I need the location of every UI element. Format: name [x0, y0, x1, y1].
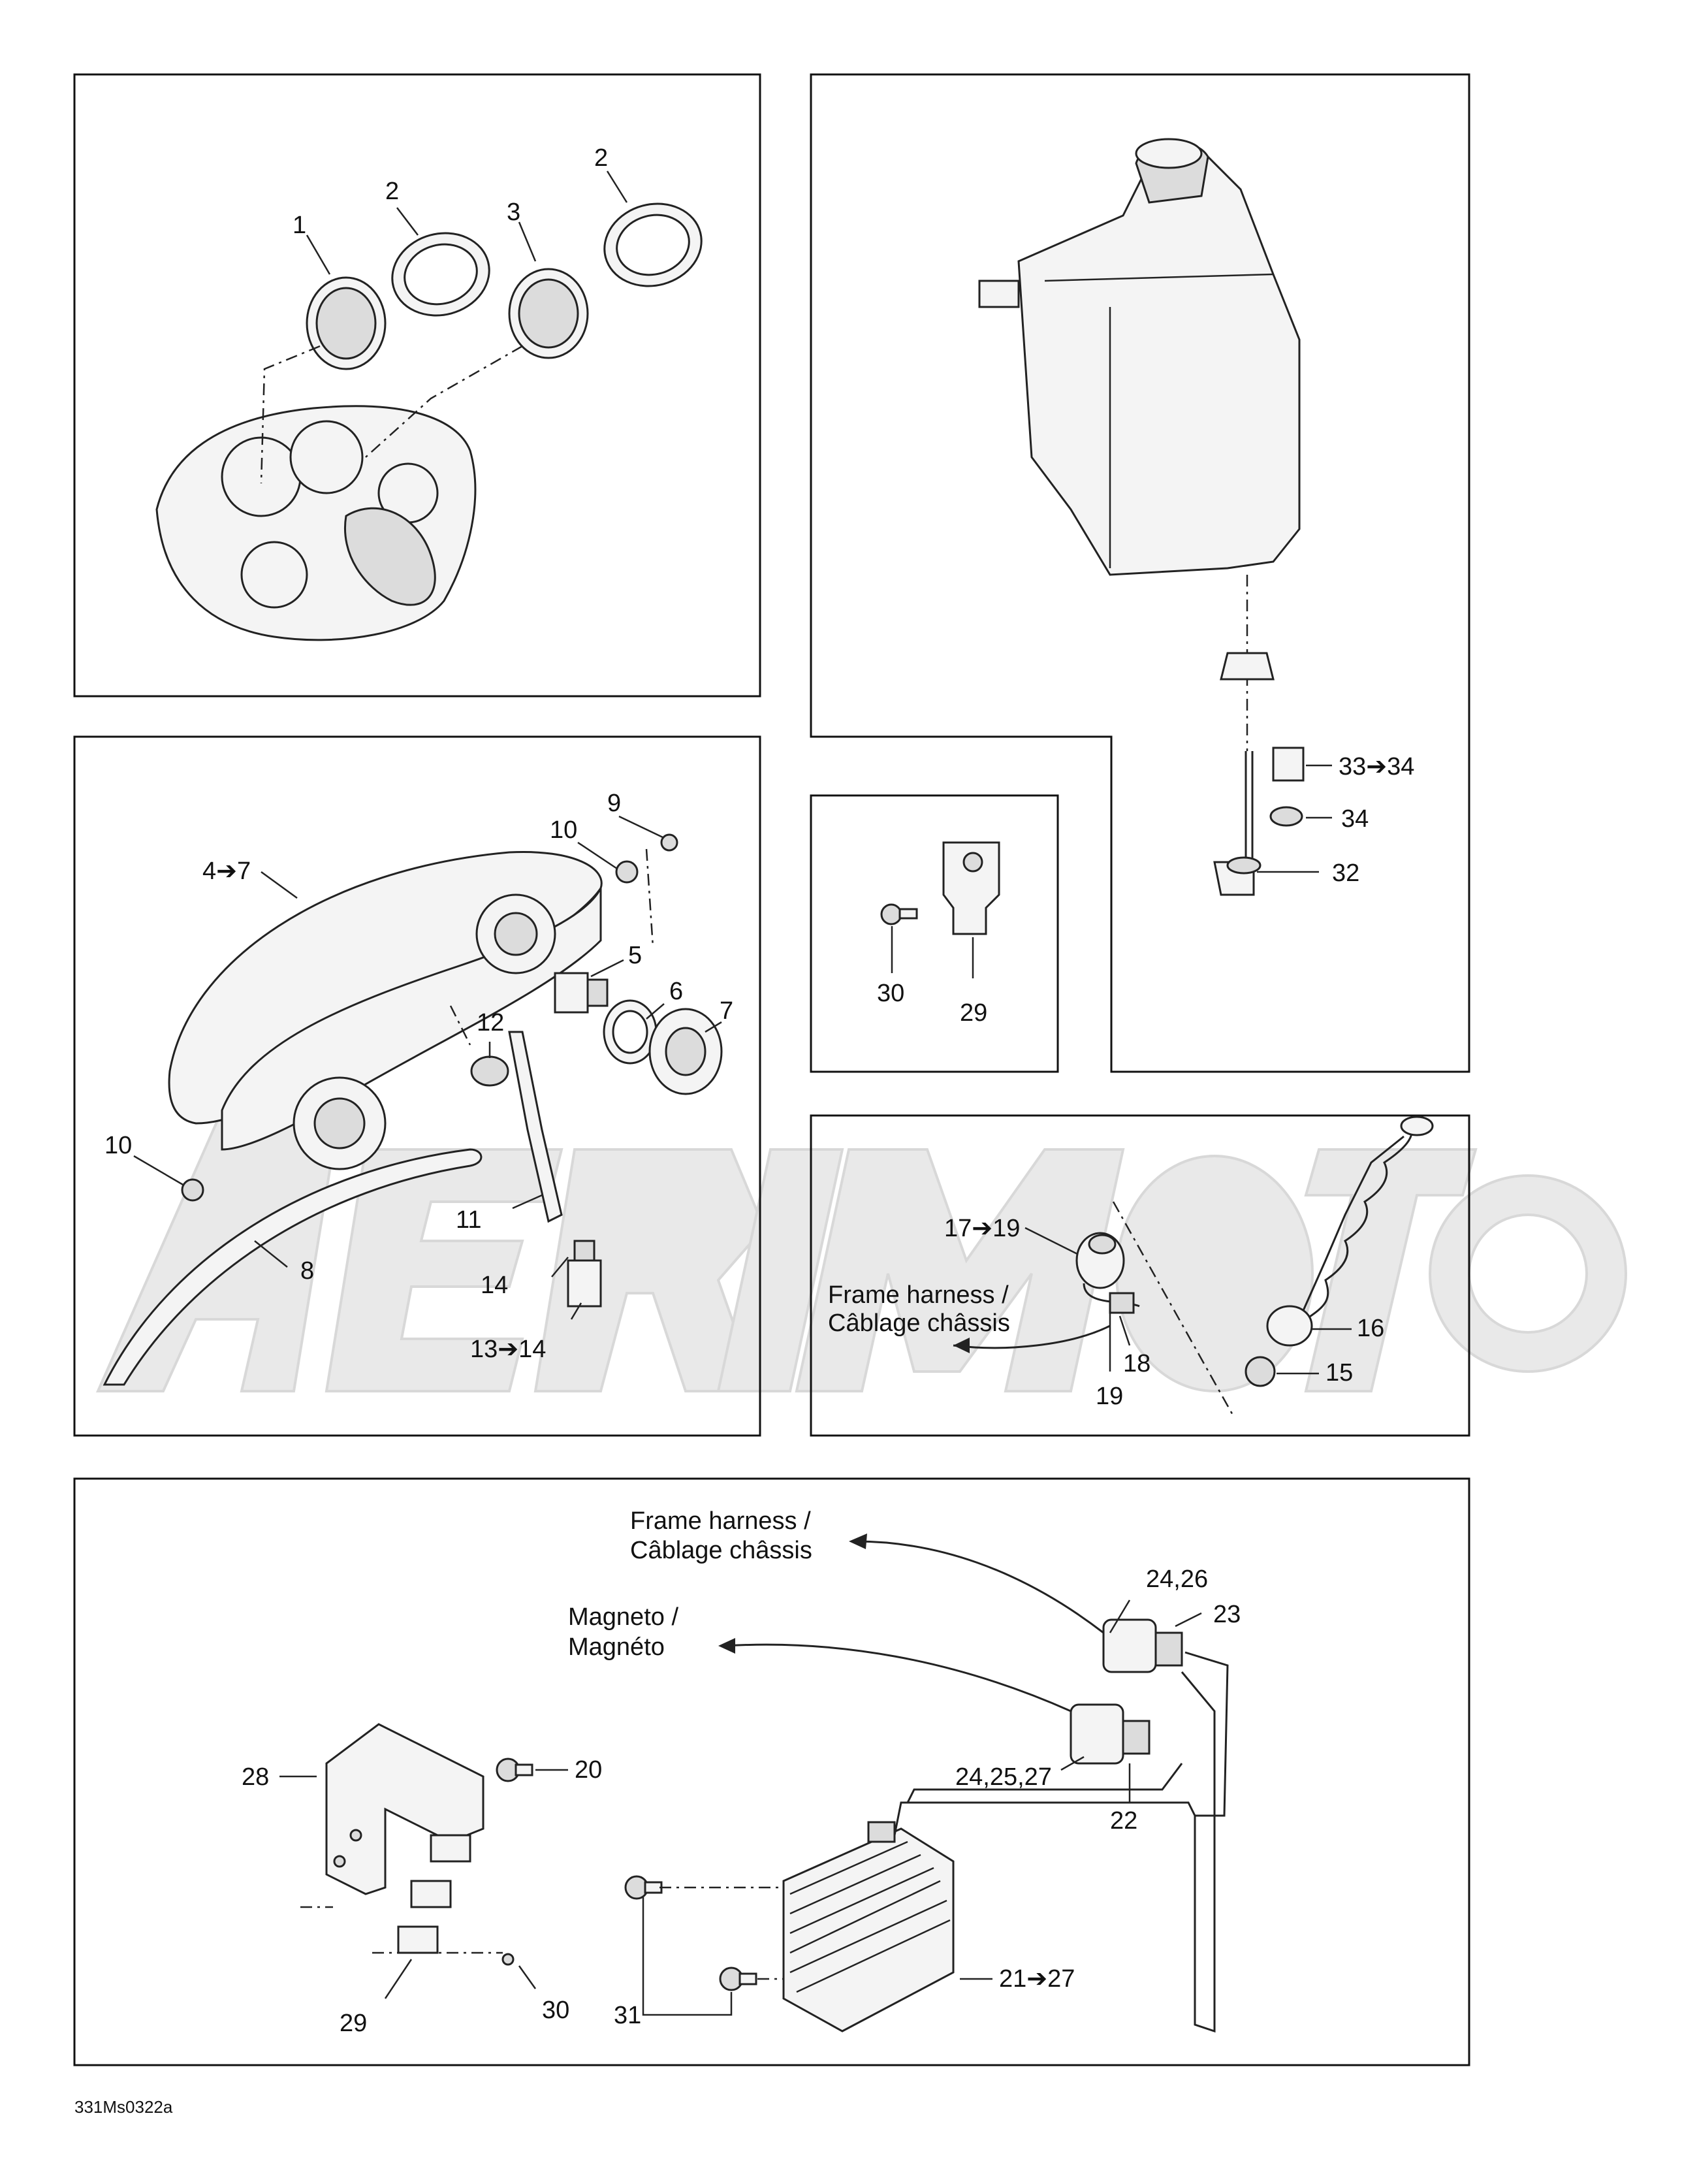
washer-9	[660, 833, 678, 852]
magneto-arrow	[724, 1643, 1071, 1712]
callout-7: 7	[720, 997, 733, 1025]
callout-29: 29	[960, 999, 987, 1027]
vent-hose-11	[508, 1031, 563, 1223]
callout-10: 10	[550, 816, 577, 844]
grommet-12	[470, 1055, 509, 1087]
callout-6: 6	[669, 978, 683, 1005]
washer-34	[1269, 806, 1303, 827]
callout-30: 30	[877, 980, 904, 1007]
clips-29	[397, 1834, 471, 1954]
panel-frame	[73, 1477, 1470, 2066]
callout-18: 18	[1123, 1350, 1150, 1377]
gauge-housing	[155, 405, 477, 641]
magneto-label: Magneto /	[568, 1603, 678, 1631]
callout-19: 19	[1096, 1383, 1123, 1410]
watermark-logo	[95, 1109, 1627, 1392]
callout-34: 34	[1341, 805, 1369, 833]
reference-code: 331Ms0322a	[74, 2097, 173, 2117]
callout-32: 32	[1332, 859, 1359, 887]
panel-gauge-cluster: 1 2 3 2	[73, 73, 761, 698]
panel-tether-switch: 17➔19 Frame harness / Câblage châssis 18…	[810, 1114, 1470, 1437]
gauge-3	[508, 268, 589, 359]
callout-24-25-27: 24,25,27	[955, 1763, 1052, 1791]
grommet	[1220, 652, 1275, 681]
panel-frame	[810, 73, 1470, 1073]
callout-23: 23	[1213, 1601, 1241, 1628]
callout-30: 30	[542, 1997, 569, 2024]
frame-harness-label: Frame harness /	[630, 1507, 811, 1535]
connector-22	[1070, 1703, 1150, 1765]
headlight-assembly	[168, 850, 603, 1170]
harness-arrow	[953, 1325, 1111, 1349]
bezel-2b	[603, 202, 703, 287]
cap-7	[648, 1008, 723, 1095]
callout-4-7: 4➔7	[202, 858, 251, 885]
callout-31: 31	[614, 2002, 641, 2029]
tether-clip	[1400, 1116, 1434, 1136]
gauge-1	[306, 276, 387, 370]
switch-17	[1075, 1232, 1125, 1289]
seal-8	[103, 1148, 483, 1386]
panel-frame	[73, 73, 761, 698]
callout-2: 2	[385, 178, 399, 205]
nut-10a	[615, 860, 639, 884]
callout-3: 3	[507, 199, 520, 226]
callout-28: 28	[242, 1763, 269, 1791]
callout-10: 10	[104, 1132, 132, 1159]
callout-29: 29	[340, 2010, 367, 2037]
bezel-2a	[391, 232, 490, 317]
frame-harness-label-fr: Câblage châssis	[630, 1537, 812, 1564]
callout-33-34: 33➔34	[1339, 753, 1414, 780]
bracket-28	[325, 1723, 484, 1895]
panel-clip: 30 29	[810, 794, 1059, 1073]
frame-harness-label: Frame harness /	[828, 1281, 1009, 1309]
callout-22: 22	[1110, 1807, 1137, 1835]
magneto-label-fr: Magnéto	[568, 1633, 665, 1661]
panel-voltage-regulator: Frame harness / Câblage châssis Magneto …	[73, 1477, 1470, 2066]
callout-12: 12	[477, 1009, 504, 1036]
panel-headlight: 4➔7 9 10 5 6 7 12 10 8 11 14 13➔14	[73, 735, 761, 1437]
callout-20: 20	[575, 1756, 602, 1784]
screw-30	[880, 903, 918, 925]
connector-18	[1109, 1292, 1135, 1314]
callout-13-14: 13➔14	[470, 1336, 546, 1363]
callout-24-26: 24,26	[1146, 1566, 1208, 1593]
regulator-21	[782, 1821, 955, 2032]
nut-15	[1245, 1356, 1276, 1387]
socket-13	[567, 1240, 602, 1308]
callout-9: 9	[607, 790, 621, 817]
harness-arrow	[855, 1540, 1104, 1634]
callout-11: 11	[456, 1206, 481, 1234]
panel-frame	[810, 794, 1059, 1073]
drain-tube	[1213, 751, 1262, 896]
oil-tank	[978, 138, 1301, 576]
clip-29	[942, 841, 1000, 935]
bulb-5	[554, 972, 609, 1014]
callout-14: 14	[481, 1272, 508, 1299]
callout-16: 16	[1357, 1315, 1384, 1342]
callout-2: 2	[594, 144, 608, 172]
bolts-31	[624, 1875, 757, 1991]
callout-8: 8	[300, 1257, 314, 1285]
screw-20	[496, 1758, 533, 1782]
callout-21-27: 21➔27	[999, 1965, 1075, 1993]
tether-cord	[1298, 1135, 1404, 1320]
panel-oil-tank: 33➔34 34 32	[810, 73, 1470, 1073]
callout-5: 5	[628, 942, 642, 969]
nut-10b	[181, 1178, 204, 1202]
panel-frame	[73, 735, 761, 1437]
panel-frame	[810, 1114, 1470, 1437]
callout-17-19: 17➔19	[944, 1215, 1020, 1242]
screw-30b	[501, 1953, 515, 1966]
connector-23	[1102, 1618, 1183, 1673]
frame-harness-label-fr: Câblage châssis	[828, 1309, 1010, 1337]
callout-1: 1	[293, 212, 306, 239]
cap-33	[1272, 747, 1305, 782]
tether-cap-16	[1266, 1305, 1313, 1347]
callout-15: 15	[1325, 1359, 1353, 1387]
